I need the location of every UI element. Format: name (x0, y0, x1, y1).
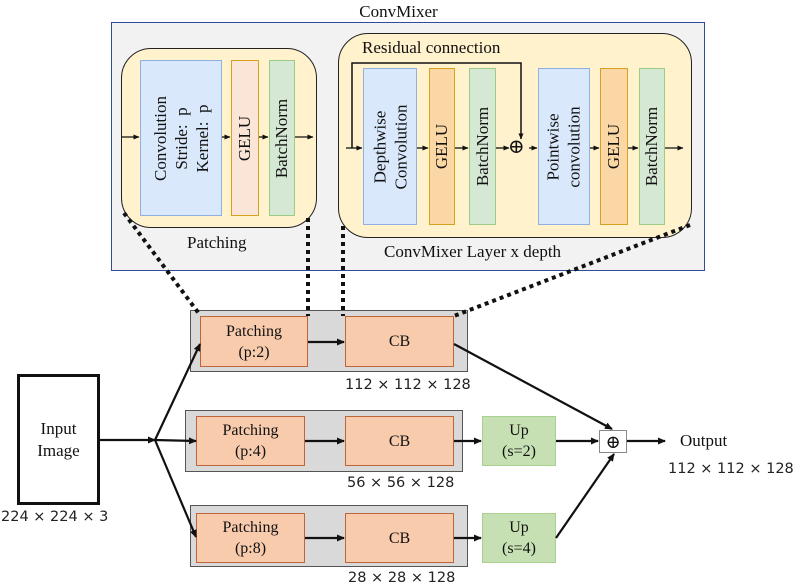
patching-batchnorm-label: BatchNorm (272, 98, 292, 178)
layer-batchnorm-label-1: BatchNorm (473, 106, 493, 187)
branch-3-to-fusion-arrow (555, 453, 615, 539)
layer-gelu-block-2: GELU (600, 68, 628, 225)
branch-2-dims: 56 × 56 × 128 (347, 475, 455, 491)
layer-gelu-label-2: GELU (604, 123, 624, 170)
output-dims: 112 × 112 × 128 (668, 461, 794, 477)
branch-2-upsample-block: Up (s=2) (482, 416, 556, 466)
patching-convolution-label: Convolution Stride: p Kernel: p (150, 95, 212, 181)
branch-3-cb-label: CB (388, 529, 411, 547)
layer-gelu-block-1: GELU (429, 68, 455, 225)
fusion-sum-node: ⊕ (599, 430, 627, 453)
patching-batchnorm-block: BatchNorm (269, 60, 295, 216)
depthwise-convolution-label: Depthwise Convolution (370, 103, 411, 190)
patching-convolution-block: Convolution Stride: p Kernel: p (140, 60, 222, 216)
input-image-box: Input Image (17, 374, 100, 505)
fusion-sum-symbol: ⊕ (605, 431, 621, 452)
branch-2-upsample-label: Up (s=2) (502, 422, 536, 460)
depthwise-convolution-block: Depthwise Convolution (363, 68, 417, 225)
residual-sum-symbol: ⊕ (508, 136, 525, 158)
branch-2-patching-label: Patching (p:4) (222, 422, 279, 460)
input-dims: 224 × 224 × 3 (1, 509, 109, 525)
input-image-label: Input Image (37, 418, 80, 460)
branch-2-cb-block: CB (345, 416, 454, 466)
convmixer-layer-caption: ConvMixer Layer x depth (384, 242, 562, 261)
branch-1-cb-block: CB (345, 316, 454, 367)
residual-connection-label: Residual connection (362, 38, 501, 57)
branch-3-patching-block: Patching (p:8) (196, 513, 305, 563)
layer-batchnorm-block-2: BatchNorm (639, 68, 665, 225)
branch-1-dims: 112 × 112 × 128 (345, 377, 471, 393)
branch-3-upsample-label: Up (s=4) (502, 519, 536, 557)
branch-1-patching-label: Patching (p:2) (226, 322, 282, 361)
branch-1-cb-label: CB (388, 333, 411, 350)
output-label: Output (680, 431, 728, 450)
layer-batchnorm-label-2: BatchNorm (642, 106, 662, 187)
layer-batchnorm-block-1: BatchNorm (469, 68, 496, 225)
layer-gelu-label-1: GELU (432, 123, 452, 170)
branch-3-patching-label: Patching (p:8) (222, 519, 279, 557)
branch-3-dims: 28 × 28 × 128 (348, 570, 456, 586)
patching-gelu-block: GELU (231, 60, 259, 216)
branch-3-upsample-block: Up (s=4) (482, 513, 556, 563)
branch-1-patching-block: Patching (p:2) (200, 316, 308, 367)
patching-gelu-label: GELU (235, 115, 255, 161)
branch-2-patching-block: Patching (p:4) (196, 416, 305, 466)
branch-2-cb-label: CB (388, 432, 411, 450)
pointwise-convolution-label: Pointwise convolution (544, 105, 584, 188)
branch-3-cb-block: CB (345, 513, 454, 563)
convmixer-title: ConvMixer (359, 2, 438, 21)
patching-caption: Patching (187, 233, 247, 252)
pointwise-convolution-block: Pointwise convolution (538, 68, 590, 225)
